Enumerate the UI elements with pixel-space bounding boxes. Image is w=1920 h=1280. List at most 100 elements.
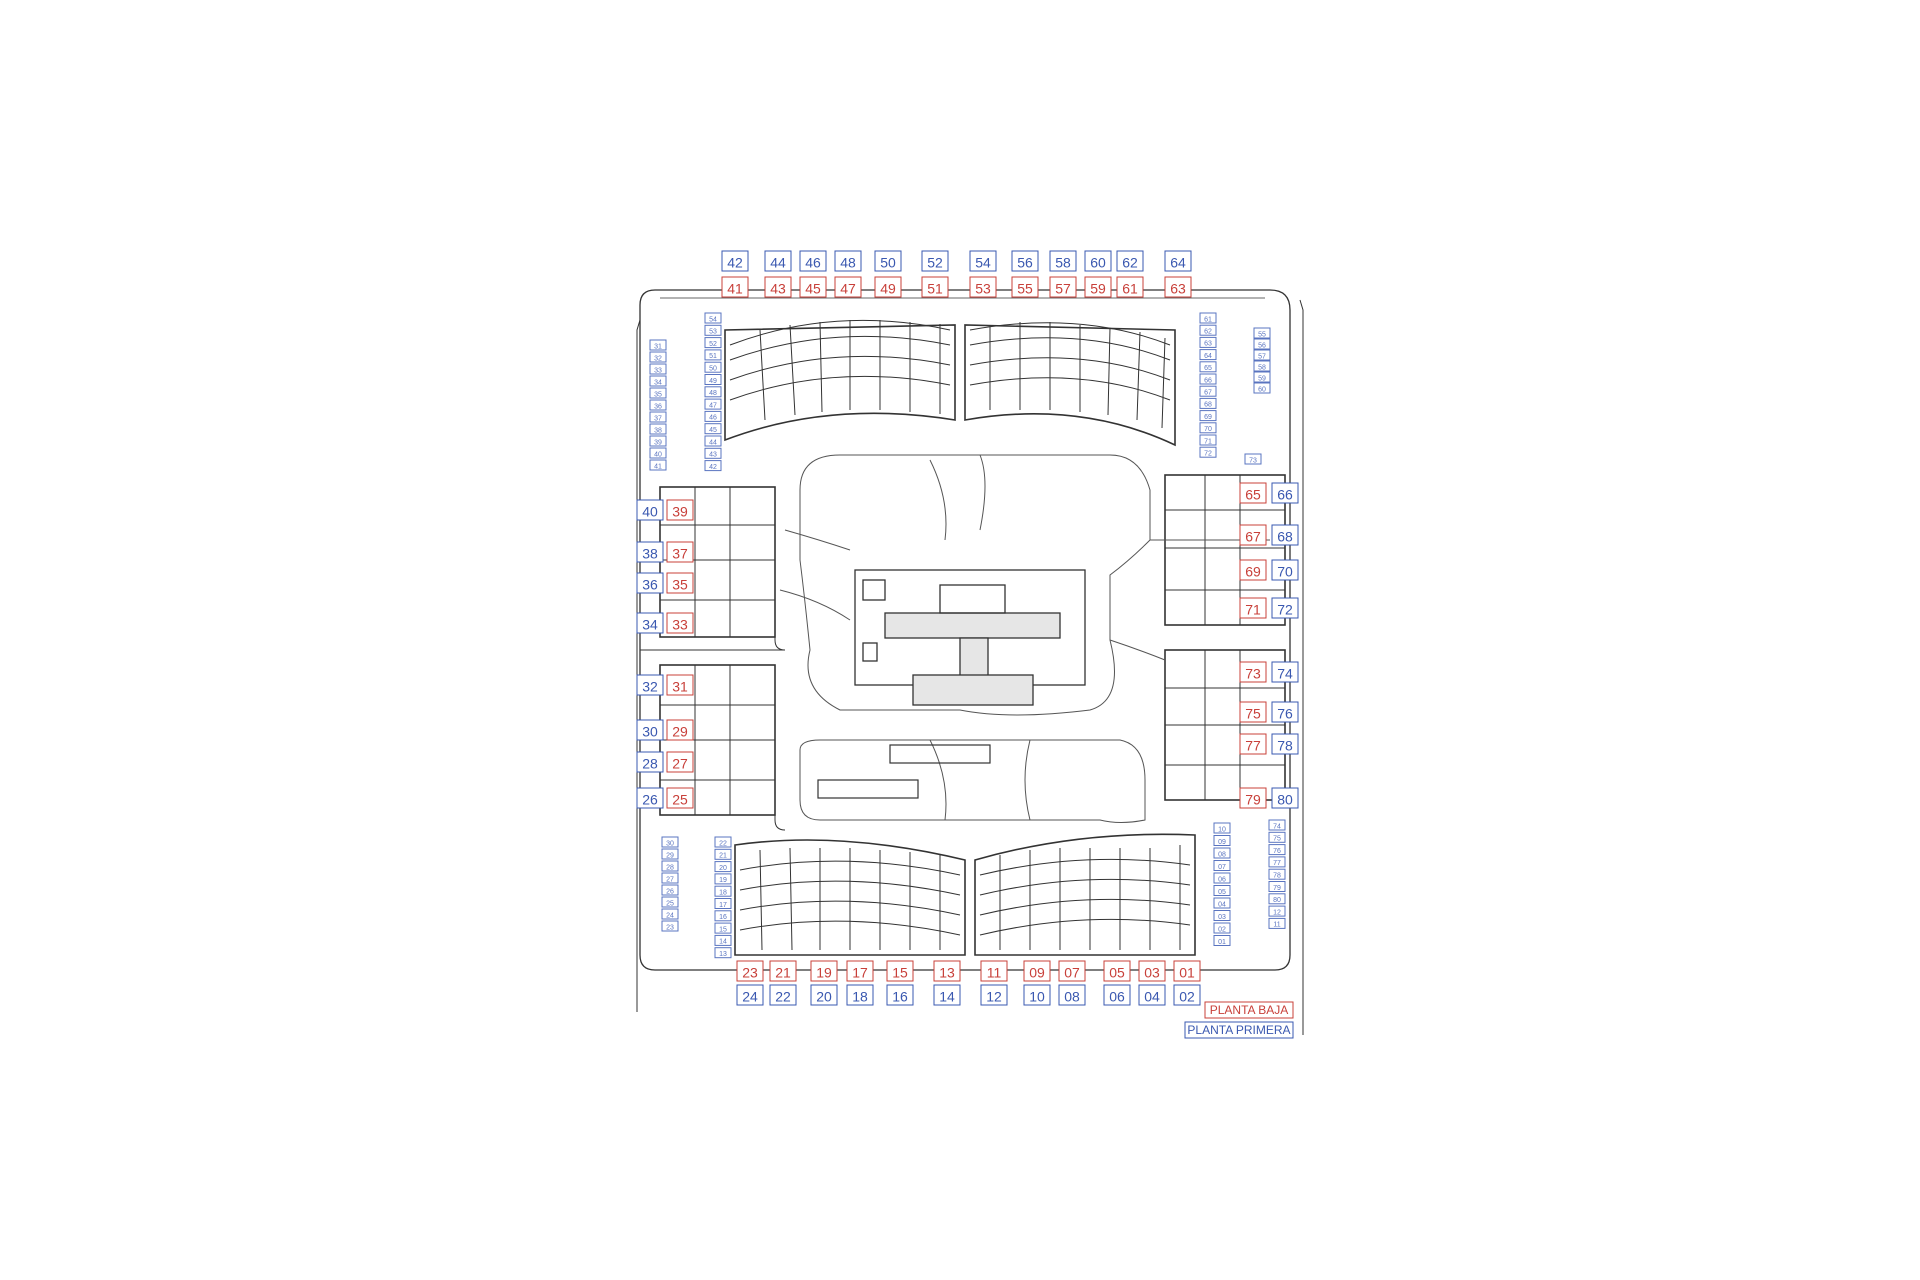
unit-label-first-floor-text: 32 xyxy=(642,679,658,695)
unit-label-first-floor: 22 xyxy=(769,984,797,1006)
unit-label-ground-floor-box xyxy=(1239,597,1267,619)
unit-label-ground-floor: 59 xyxy=(1084,276,1112,298)
parking-space-text: 60 xyxy=(1258,386,1266,393)
parking-space-text: 01 xyxy=(1218,939,1226,946)
unit-label-ground-floor-text: 19 xyxy=(816,965,832,981)
central-green xyxy=(779,454,1270,823)
unit-label-ground-floor: 43 xyxy=(764,276,792,298)
unit-label-ground-floor-box xyxy=(1023,960,1051,982)
parking-space: 60 xyxy=(1253,382,1271,394)
parking-space: 42 xyxy=(704,460,722,472)
unit-label-ground-floor-text: 49 xyxy=(880,281,896,297)
parking-space-box xyxy=(649,339,667,351)
parking-space-box xyxy=(1268,819,1286,831)
unit-label-first-floor: 54 xyxy=(969,250,997,272)
unit-label-first-floor-text: 40 xyxy=(642,504,658,520)
unit-label-first-floor: 18 xyxy=(846,984,874,1006)
parking-space-text: 06 xyxy=(1218,876,1226,883)
parking-space-text: 05 xyxy=(1218,889,1226,896)
parking-space-box xyxy=(1213,860,1231,871)
parking-space-box xyxy=(704,349,722,361)
unit-label-ground-floor-box xyxy=(721,276,749,298)
parking-space-box xyxy=(704,361,722,373)
parking-space: 15 xyxy=(714,922,732,934)
unit-label-first-floor: 30 xyxy=(636,719,664,741)
unit-label-ground-floor: 31 xyxy=(666,674,694,696)
parking-space-text: 38 xyxy=(654,427,662,434)
unit-label-first-floor-text: 78 xyxy=(1277,738,1293,754)
unit-label-first-floor-text: 26 xyxy=(642,792,658,808)
parking-space-text: 58 xyxy=(1258,364,1266,371)
unit-label-ground-floor-box xyxy=(1084,276,1112,298)
parking-space-text: 10 xyxy=(1218,826,1226,833)
unit-label-first-floor-text: 24 xyxy=(742,989,758,1005)
parking-space-box xyxy=(649,411,667,423)
unit-label-first-floor: 80 xyxy=(1271,787,1299,809)
parking-space-text: 09 xyxy=(1218,839,1226,846)
parking-space-text: 65 xyxy=(1204,365,1212,372)
unit-label-first-floor: 44 xyxy=(764,250,792,272)
unit-label-first-floor-box xyxy=(933,984,961,1006)
unit-label-ground-floor-box xyxy=(1239,733,1267,755)
parking-space-box xyxy=(1268,917,1286,929)
unit-label-ground-floor-box xyxy=(666,719,694,741)
unit-label-first-floor-box xyxy=(1164,250,1192,272)
parking-space: 02 xyxy=(1213,922,1231,934)
unit-label-first-floor-text: 64 xyxy=(1170,255,1186,271)
parking-space: 58 xyxy=(1253,360,1271,372)
parking-space-box xyxy=(704,398,722,410)
parking-space: 35 xyxy=(649,387,667,399)
parking-space-box xyxy=(714,885,732,897)
parking-space-box xyxy=(1199,446,1217,458)
unit-label-first-floor-box xyxy=(636,612,664,634)
unit-label-ground-floor-text: 33 xyxy=(672,617,688,633)
unit-label-first-floor-box xyxy=(1049,250,1077,272)
parking-space: 38 xyxy=(649,423,667,435)
unit-label-ground-floor-text: 39 xyxy=(672,504,688,520)
parking-space: 39 xyxy=(649,435,667,447)
unit-label-ground-floor-box xyxy=(886,960,914,982)
unit-label-ground-floor-text: 13 xyxy=(939,965,955,981)
unit-label-ground-floor-box xyxy=(1239,787,1267,809)
parking-space-box xyxy=(1213,835,1231,846)
unit-label-first-floor: 20 xyxy=(810,984,838,1006)
parking-space-box xyxy=(1213,847,1231,859)
parking-space-box xyxy=(1268,831,1286,843)
unit-label-ground-floor-box xyxy=(969,276,997,298)
unit-label-ground-floor-box xyxy=(1116,276,1144,298)
unit-label-ground-floor-text: 01 xyxy=(1179,965,1195,981)
unit-label-first-floor: 66 xyxy=(1271,482,1299,504)
unit-label-first-floor-text: 44 xyxy=(770,255,786,271)
parking-space-box xyxy=(661,860,679,872)
parking-space-text: 53 xyxy=(709,329,717,336)
parking-space: 33 xyxy=(649,363,667,375)
unit-label-first-floor-box xyxy=(1023,984,1051,1006)
parking-space-text: 67 xyxy=(1204,390,1212,397)
unit-label-ground-floor: 53 xyxy=(969,276,997,298)
unit-label-ground-floor: 13 xyxy=(933,960,961,982)
parking-space-box xyxy=(704,423,722,435)
site-boundary xyxy=(636,289,1304,1035)
unit-label-first-floor-box xyxy=(1271,701,1299,723)
unit-label-ground-floor: 05 xyxy=(1103,960,1131,982)
parking-space: 74 xyxy=(1268,819,1286,831)
parking-space-text: 57 xyxy=(1258,353,1266,360)
unit-label-ground-floor-box xyxy=(666,751,694,773)
unit-label-first-floor: 48 xyxy=(834,250,862,272)
parking-space: 62 xyxy=(1199,324,1217,336)
parking-space: 01 xyxy=(1213,935,1231,946)
unit-label-ground-floor-box xyxy=(1138,960,1166,982)
unit-label-first-floor-text: 16 xyxy=(892,989,908,1005)
parking-space: 73 xyxy=(1244,453,1262,465)
unit-label-first-floor-box xyxy=(846,984,874,1006)
parking-space-box xyxy=(704,374,722,385)
unit-label-ground-floor: 51 xyxy=(921,276,949,298)
unit-label-ground-floor-text: 25 xyxy=(672,792,688,808)
parking-space-text: 33 xyxy=(654,367,662,374)
parking-space-text: 12 xyxy=(1273,909,1281,916)
unit-label-ground-floor-text: 65 xyxy=(1245,487,1261,503)
parking-space: 04 xyxy=(1213,897,1231,909)
unit-label-ground-floor-text: 03 xyxy=(1144,965,1160,981)
parking-space: 09 xyxy=(1213,835,1231,846)
parking-space: 44 xyxy=(704,435,722,447)
